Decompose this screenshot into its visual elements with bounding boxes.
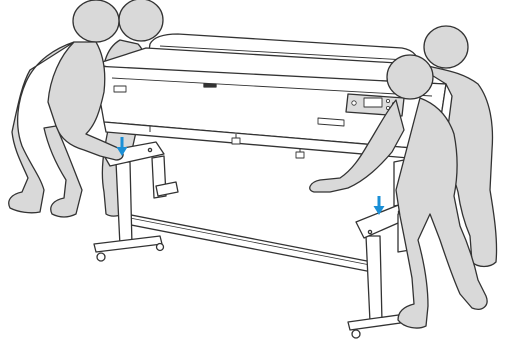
lcd-display bbox=[364, 98, 382, 107]
caster-right-front bbox=[352, 330, 360, 338]
stand-crossbar bbox=[126, 214, 372, 272]
caster-left-back bbox=[157, 244, 164, 251]
stand-right-leg bbox=[366, 236, 382, 322]
stand-left-leg bbox=[116, 162, 132, 246]
caster-left-front bbox=[97, 253, 105, 261]
